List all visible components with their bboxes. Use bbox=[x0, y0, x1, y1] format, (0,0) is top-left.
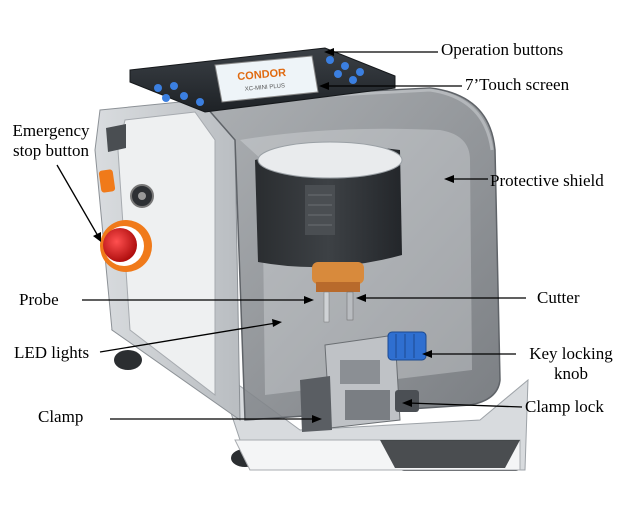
label-key-locking-line2: knob bbox=[554, 364, 588, 383]
touch-screen bbox=[214, 55, 319, 103]
operation-buttons-left bbox=[154, 82, 204, 106]
callout-lines bbox=[56, 48, 526, 423]
arrow-led-lights bbox=[99, 322, 277, 353]
label-clamp-lock: Clamp lock bbox=[525, 397, 604, 416]
arrow-emergency-stop bbox=[56, 164, 99, 237]
label-cutter: Cutter bbox=[537, 288, 580, 307]
spindle-motor bbox=[255, 141, 403, 323]
screen-model: XC-MINI PLUS bbox=[245, 83, 286, 92]
label-probe: Probe bbox=[19, 290, 59, 309]
label-emergency-line2: stop button bbox=[12, 141, 90, 160]
screen-brand: CONDOR bbox=[237, 67, 287, 83]
label-operation-buttons: Operation buttons bbox=[441, 40, 564, 59]
label-clamp: Clamp bbox=[38, 407, 84, 426]
machine-base bbox=[110, 319, 529, 471]
label-emergency-line1: Emergency bbox=[12, 121, 90, 140]
label-key-locking-line1: Key locking bbox=[529, 344, 613, 363]
operation-buttons-right bbox=[326, 56, 364, 84]
emergency-stop-button bbox=[100, 220, 152, 272]
clamp-assembly bbox=[300, 331, 427, 432]
label-protective-shield: Protective shield bbox=[490, 171, 604, 190]
label-led-lights: LED lights bbox=[14, 343, 90, 362]
control-panel bbox=[129, 47, 396, 113]
arrow-clamp-lock bbox=[407, 402, 523, 408]
label-touch-screen: 7’Touch screen bbox=[465, 75, 570, 94]
